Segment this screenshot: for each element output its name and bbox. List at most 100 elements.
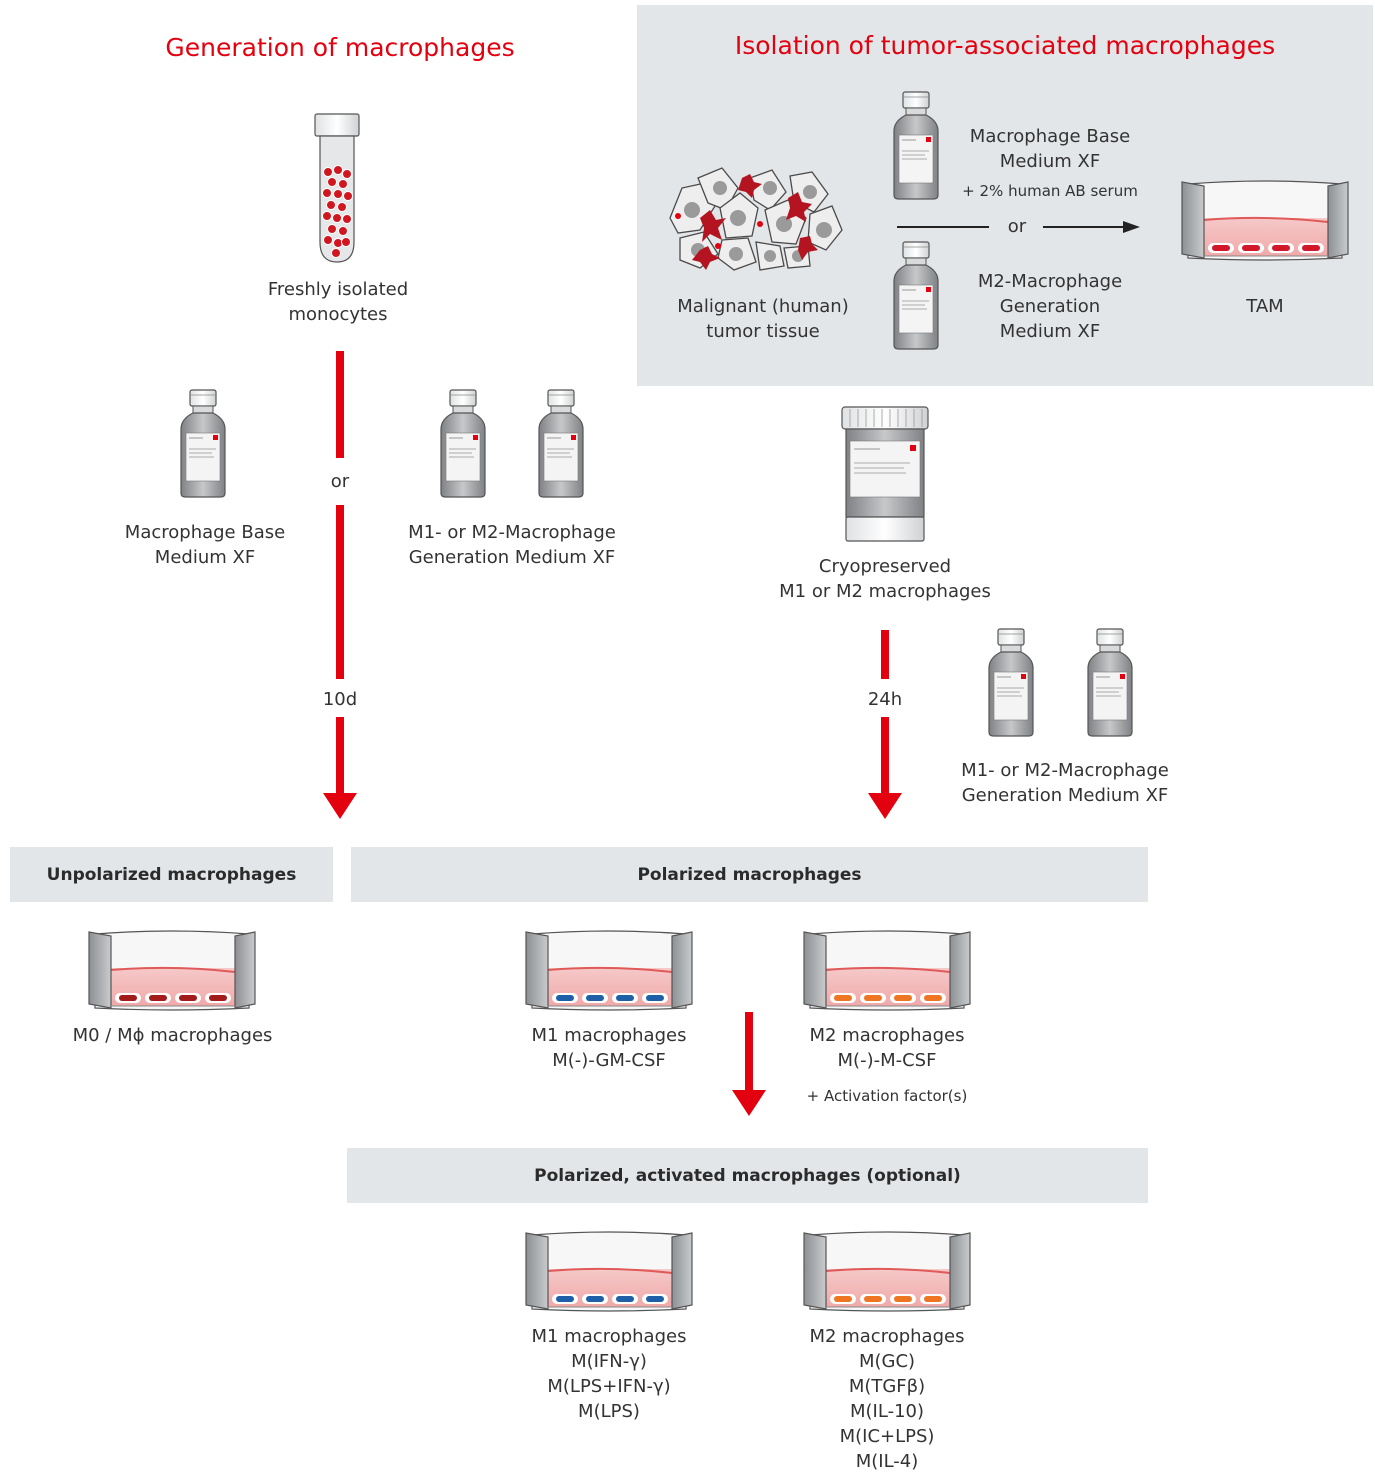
macrophage-cell (586, 1296, 604, 1302)
m2-activated-label-line: M(TGFβ) (848, 1376, 926, 1397)
macrophage-cell (119, 995, 137, 1001)
macrophage-cell (894, 995, 912, 1001)
bottle-icon (891, 240, 941, 352)
isolation-or-label: or (1007, 216, 1027, 237)
macrophage-cell (1272, 245, 1290, 251)
m2-label-line: M2 macrophages (809, 1025, 965, 1046)
or-label: or (330, 471, 350, 492)
macrophage-cell (1212, 245, 1230, 251)
m1-activated-label-line: M(IFN-γ) (571, 1351, 647, 1372)
macrophage-cell (834, 995, 852, 1001)
cryo-vial-icon (840, 405, 930, 543)
m2-activated-label-line: M(IL-10) (850, 1401, 924, 1422)
m1-activated-dish (524, 1229, 694, 1313)
macrophage-cell (924, 995, 942, 1001)
cryo-medium-label-line: Generation Medium XF (961, 785, 1169, 806)
bottle-icon (1085, 627, 1135, 739)
cryo-medium-label-line: M1- or M2-Macrophage (961, 760, 1169, 781)
monocytes-label-line: monocytes (288, 304, 388, 325)
macrophage-cell (924, 1296, 942, 1302)
m1-activated-label: M1 macrophages M(IFN-γ) M(LPS+IFN-γ) M(L… (504, 1324, 714, 1424)
bottle-icon (986, 627, 1036, 739)
m2-activated-label-line: M(GC) (858, 1351, 916, 1372)
macrophage-cell (616, 1296, 634, 1302)
m2-medium-label-line: Generation (999, 296, 1101, 317)
m2-dish (802, 928, 972, 1012)
isolation-title: Isolation of tumor-associated macrophage… (734, 31, 1276, 60)
bottle-icon (891, 90, 941, 202)
m2-label-line: M(-)-M-CSF (837, 1050, 937, 1071)
m1-label: M1 macrophages M(-)-GM-CSF (504, 1023, 714, 1073)
monocytes-label-line: Freshly isolated (267, 279, 409, 300)
cryo-label-line: M1 or M2 macrophages (779, 581, 991, 602)
serum-label: + 2% human AB serum (962, 182, 1138, 200)
culture-dish-icon (87, 928, 257, 1012)
m2-activated-label-line: M(IC+LPS) (839, 1426, 935, 1447)
tam-dish (1180, 178, 1350, 262)
cryo-label-line: Cryopreserved (818, 556, 952, 577)
cryo-arrow-top (881, 630, 889, 679)
m0-label: M0 / Mϕ macrophages (72, 1025, 273, 1046)
activation-arrow (732, 1012, 766, 1116)
macrophage-cell (864, 1296, 882, 1302)
m1-dish (524, 928, 694, 1012)
activated-bar: Polarized, activated macrophages (option… (347, 1148, 1148, 1203)
macrophage-cell (1242, 245, 1260, 251)
tissue-label-line: tumor tissue (706, 321, 820, 342)
isolation-base-medium-label-line: Macrophage Base (969, 126, 1131, 147)
cryo-arrow-head (868, 717, 902, 819)
culture-dish-icon (1180, 178, 1350, 262)
m2-activated-dish (802, 1229, 972, 1313)
tam-label: TAM (1246, 296, 1284, 317)
m1-activated-label-line: M(LPS) (578, 1401, 640, 1422)
macrophage-cell (646, 1296, 664, 1302)
base-medium-label-line: Macrophage Base (124, 522, 286, 543)
base-medium-label-line: Medium XF (154, 547, 256, 568)
cryo-label: Cryopreserved M1 or M2 macrophages (760, 554, 1010, 604)
generation-arrow-mid (336, 505, 344, 679)
polarized-bar: Polarized macrophages (351, 847, 1148, 902)
m1-activated-label-line: M(LPS+IFN-γ) (547, 1376, 671, 1397)
base-medium-label: Macrophage Base Medium XF (105, 520, 305, 570)
generation-title: Generation of macrophages (165, 33, 515, 62)
macrophage-cell (149, 995, 167, 1001)
macrophage-cell (209, 995, 227, 1001)
activation-label: + Activation factor(s) (806, 1087, 968, 1105)
macrophage-cell (1302, 245, 1320, 251)
test-tube-icon (314, 113, 360, 263)
isolation-base-medium-label-line: Medium XF (999, 151, 1101, 172)
gen-medium-label-line: M1- or M2-Macrophage (408, 522, 616, 543)
generation-arrow-head (323, 717, 357, 819)
gen-medium-label: M1- or M2-Macrophage Generation Medium X… (392, 520, 632, 570)
isolation-base-medium-label: Macrophage Base Medium XF (945, 124, 1155, 174)
macrophage-cell (586, 995, 604, 1001)
unpolarized-bar: Unpolarized macrophages (10, 847, 333, 902)
m1-label-line: M1 macrophages (531, 1025, 687, 1046)
m2-medium-label: M2-Macrophage Generation Medium XF (945, 269, 1155, 344)
cryo-medium-label: M1- or M2-Macrophage Generation Medium X… (945, 758, 1185, 808)
tissue-label-line: Malignant (human) (677, 296, 849, 317)
bottle-icon (536, 388, 586, 500)
culture-dish-icon (524, 1229, 694, 1313)
bottle-icon (438, 388, 488, 500)
macrophage-cell (556, 995, 574, 1001)
culture-dish-icon (802, 928, 972, 1012)
m1-label-line: M(-)-GM-CSF (552, 1050, 666, 1071)
m0-dish (87, 928, 257, 1012)
macrophage-cell (616, 995, 634, 1001)
macrophage-cell (179, 995, 197, 1001)
m2-label: M2 macrophages M(-)-M-CSF (782, 1023, 992, 1073)
duration-10d-label: 10d (322, 689, 358, 710)
macrophage-cell (864, 995, 882, 1001)
m2-activated-label-line: M2 macrophages (809, 1326, 965, 1347)
m2-activated-label: M2 macrophages M(GC) M(TGFβ) M(IL-10) M(… (782, 1324, 992, 1474)
macrophage-cell (834, 1296, 852, 1302)
m2-medium-label-line: Medium XF (999, 321, 1101, 342)
duration-24h-label: 24h (867, 689, 903, 710)
culture-dish-icon (802, 1229, 972, 1313)
m2-medium-label-line: M2-Macrophage (977, 271, 1123, 292)
macrophage-cell (894, 1296, 912, 1302)
m1-activated-label-line: M1 macrophages (531, 1326, 687, 1347)
macrophage-cell (556, 1296, 574, 1302)
isolation-arrow-right (1043, 221, 1140, 233)
